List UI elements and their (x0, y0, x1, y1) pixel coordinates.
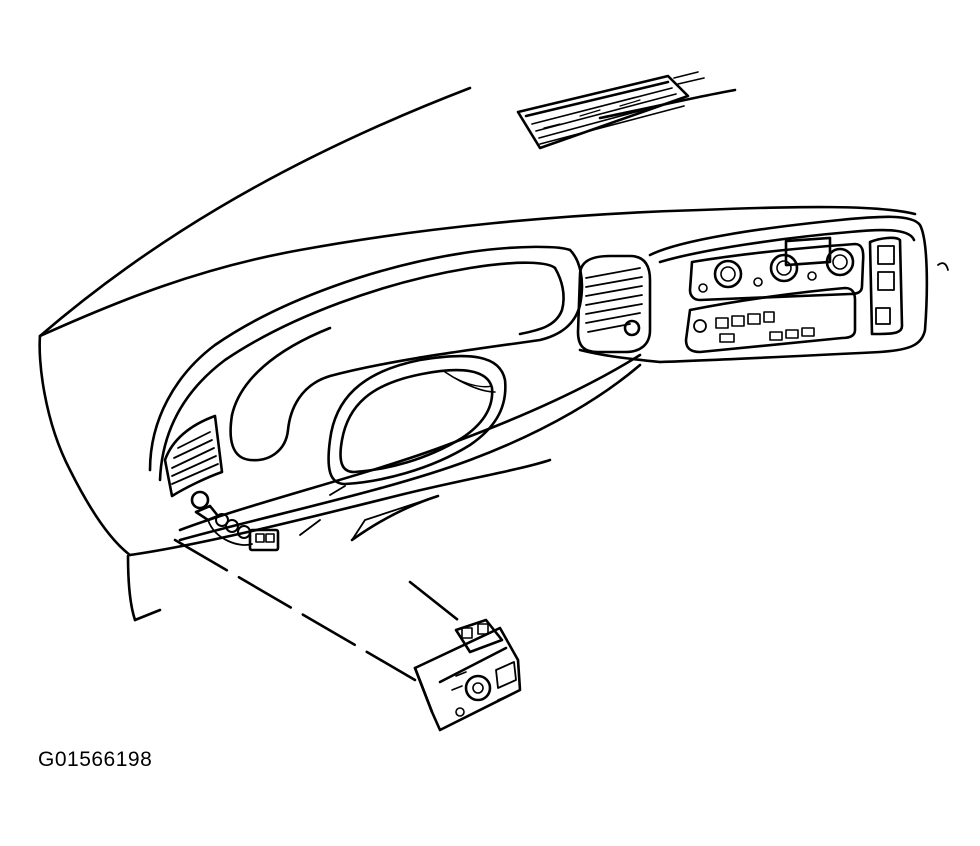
gauge-cluster-lens (329, 356, 506, 484)
dashboard-top-pad (40, 88, 915, 555)
installation-leader-lines (175, 540, 458, 680)
headlamp-knob-icon (466, 676, 490, 700)
headlamp-switch-assembly (415, 620, 520, 730)
lower-dash-panel (128, 355, 640, 620)
figure-id-label: G01566198 (38, 748, 153, 771)
switch-wiring-harness (192, 492, 278, 550)
right-switch-bank (870, 238, 902, 334)
harness-connector-icon (192, 492, 208, 508)
climate-knob-left-icon (715, 261, 741, 287)
radio-display (786, 238, 830, 265)
climate-knob-center-icon (771, 255, 797, 281)
center-stack-bezel (580, 217, 948, 362)
left-air-vent (165, 416, 222, 496)
defroster-vent (518, 72, 704, 148)
instrument-cluster-hood (150, 247, 582, 480)
climate-control-panel (690, 244, 863, 300)
radio-head-unit (686, 238, 855, 352)
center-air-vent (578, 256, 650, 352)
